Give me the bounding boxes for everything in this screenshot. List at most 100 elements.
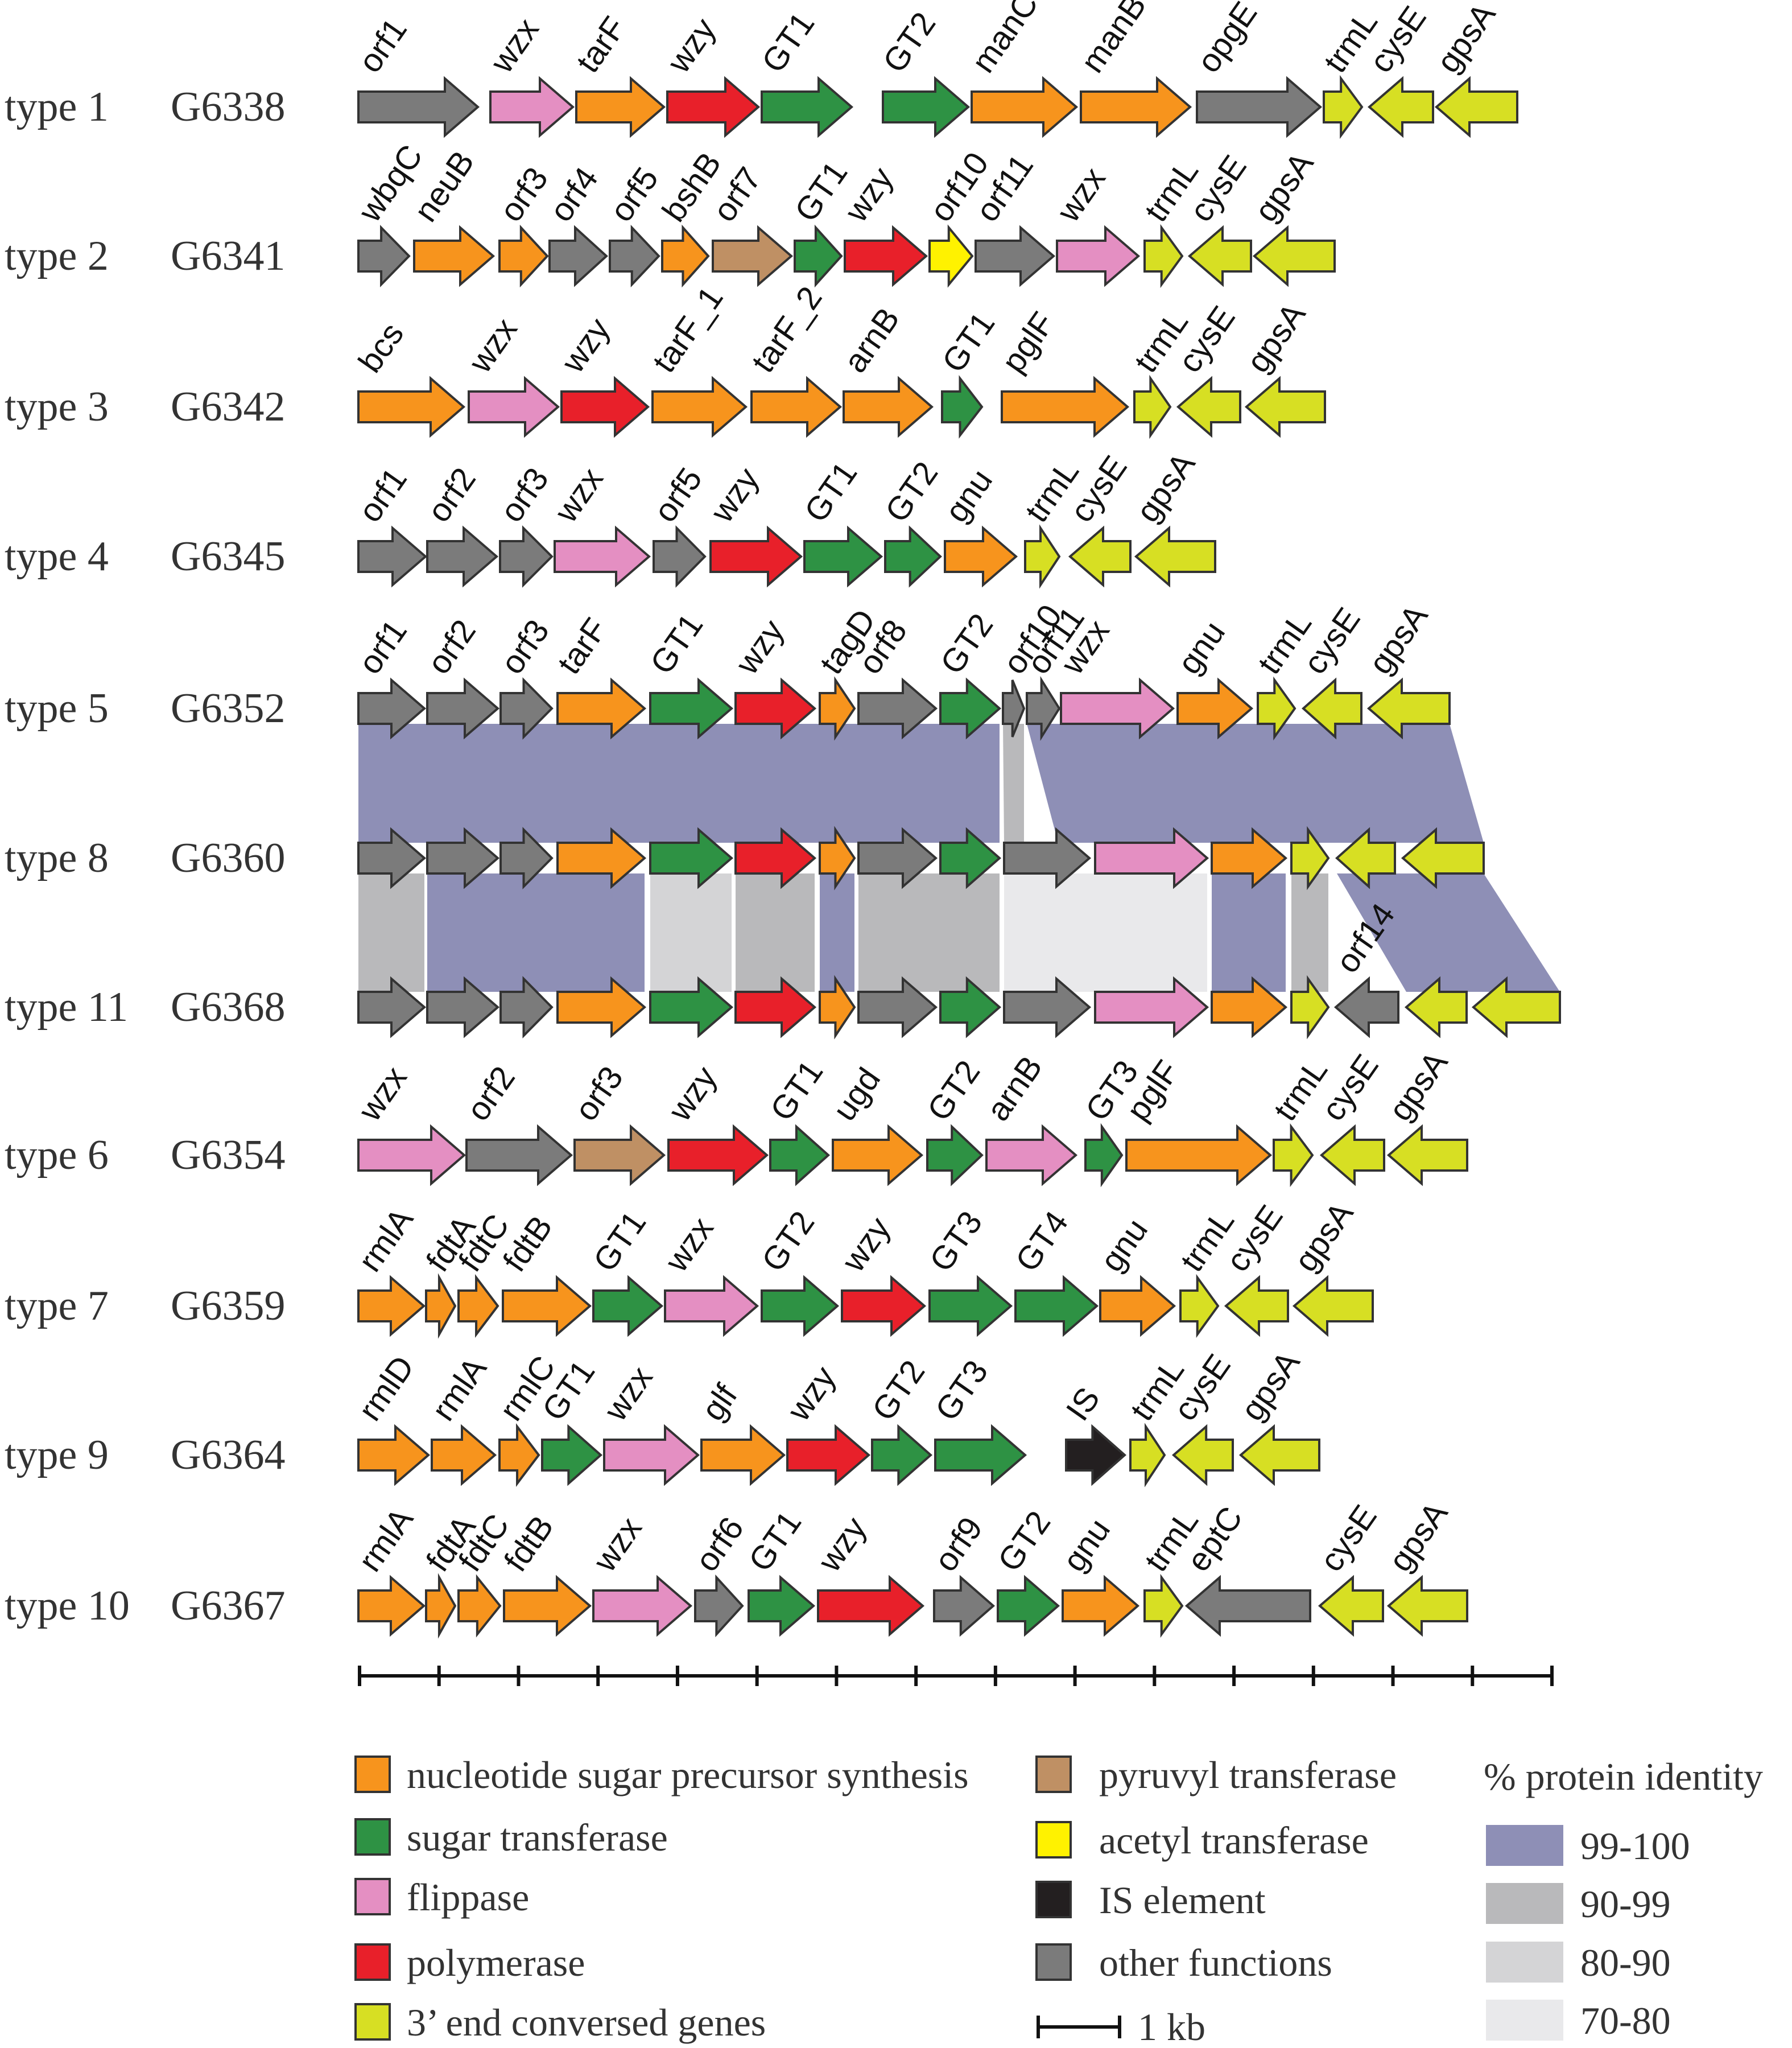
row-strain-id: G6364	[171, 1432, 285, 1478]
legend-label: other functions	[1099, 1941, 1332, 1984]
gene-label: wzy	[811, 1510, 874, 1579]
gene-arrow-nucleotide-3	[556, 827, 647, 889]
row-type-label: type 7	[5, 1283, 109, 1329]
gene-arrow-eptc	[1184, 1575, 1311, 1637]
legend-item-flippase: flippase	[354, 1876, 529, 1919]
gene-label: gnu	[1170, 615, 1232, 681]
gene-arrow-rmla	[431, 1424, 497, 1486]
gene-arrow-gt4	[1014, 1275, 1099, 1337]
gene-arrow-sugar-4	[649, 827, 734, 889]
identity-swatch-id80	[1486, 1942, 1563, 1983]
gene-arrow-orf2	[426, 677, 500, 740]
gene-arrow-bshb	[661, 224, 710, 288]
gene-label: gpsA	[1381, 1045, 1455, 1128]
identity-link-id70-9	[1004, 873, 1207, 992]
gene-label: GT2	[933, 607, 1000, 681]
gene-label: bcs	[351, 316, 411, 379]
gene-label: GT1	[643, 607, 710, 681]
gene-label: gnu	[938, 463, 1000, 529]
gene-arrow-nucleotide-3	[556, 976, 647, 1039]
gene-arrow-gpsa	[1238, 1424, 1320, 1486]
gene-arrow-gt2	[871, 1424, 933, 1486]
gene-arrow-orf9	[933, 1575, 996, 1637]
gene-arrow-orf5	[653, 525, 707, 588]
gene-label: gnu	[1055, 1512, 1117, 1579]
gene-arrow-orf7	[712, 225, 794, 287]
gene-arrow-other-2	[499, 827, 554, 889]
gene-arrow-cyse	[1187, 225, 1252, 287]
row-strain-id: G6345	[171, 533, 285, 580]
legend-swatch-sugar	[354, 1818, 391, 1856]
gene-arrow-rmlc	[498, 1423, 540, 1487]
gene-label: manB	[1073, 0, 1153, 79]
identity-link-id90-6	[736, 873, 815, 992]
gene-arrow-tagd	[819, 676, 856, 741]
gene-arrow-arnb	[985, 1124, 1078, 1186]
legend-label: polymerase	[407, 1941, 585, 1984]
gene-label: fdtB	[497, 1509, 560, 1579]
gene-label: wzy	[835, 1210, 898, 1279]
gene-arrow-gpsa	[1292, 1275, 1374, 1337]
legend-label: sugar transferase	[407, 1816, 668, 1859]
gene-arrow-flippase-10	[1094, 976, 1209, 1039]
gene-arrow-gnu	[1062, 1575, 1140, 1637]
gene-arrow-gt1	[592, 1275, 664, 1337]
gene-label: orf2	[420, 613, 483, 681]
gene-arrow-conserved-15	[1471, 976, 1561, 1039]
gene-arrow-other-7	[857, 976, 938, 1039]
gene-arrow-gpsa	[1134, 525, 1216, 588]
identity-label: 90-99	[1580, 1882, 1671, 1926]
gene-label: arnB	[979, 1049, 1050, 1128]
gene-arrow-flippase-10	[1094, 827, 1209, 889]
identity-link-id99-7	[820, 873, 854, 992]
legend-label: 3’ end conversed genes	[407, 2001, 766, 2044]
gene-label: tarF_1	[645, 280, 730, 380]
row-strain-id: G6341	[171, 233, 285, 279]
gene-label: orf1	[351, 613, 414, 681]
legend-identity-id70: 70-80	[1486, 1999, 1671, 2042]
gene-arrow-trml	[1129, 1423, 1166, 1487]
gene-arrow-orf3	[573, 1124, 666, 1186]
identity-link-id99-0	[358, 724, 1000, 843]
gene-arrow-conserved-12	[1290, 975, 1330, 1040]
gene-arrow-wzx	[603, 1424, 700, 1486]
gene-arrow-cyse	[1068, 525, 1132, 588]
gene-label: orf6	[688, 1510, 751, 1578]
gene-label: wzx	[351, 1060, 414, 1128]
legend-swatch-pyruvyl	[1035, 1756, 1072, 1793]
gene-arrow-other-0	[357, 827, 427, 889]
identity-label: 99-100	[1580, 1824, 1690, 1868]
legend-item-nucleotide: nucleotide sugar precursor synthesis	[354, 1753, 969, 1796]
gene-label: wzx	[658, 1210, 721, 1279]
gene-label: orf4	[542, 160, 605, 228]
legend-swatch-acetyl	[1035, 1821, 1072, 1859]
gene-arrow-orf3	[499, 677, 554, 740]
gene-arrow-trml	[1143, 224, 1184, 289]
gene-arrow-wbqc	[357, 225, 411, 287]
row-type-label: type 11	[5, 984, 128, 1031]
gene-label: trmL	[1266, 1052, 1335, 1127]
gene-arrow-ugd	[832, 1124, 924, 1186]
gene-arrow-orf11	[975, 225, 1056, 287]
gene-arrow-wzx	[1056, 225, 1141, 287]
gene-arrow-rmla	[357, 1575, 426, 1637]
gene-label: gpsA	[1247, 146, 1320, 229]
gene-label: rmlA	[351, 1201, 420, 1278]
gene-arrow-gt1	[748, 1575, 816, 1637]
gene-label: gpsA	[1361, 598, 1435, 681]
gene-arrow-sugar-8	[939, 976, 1002, 1039]
gene-arrow-gpsa	[1244, 376, 1326, 438]
gene-label: GT2	[878, 455, 945, 529]
gene-arrow-orf14	[1333, 976, 1399, 1039]
gene-arrow-gt1	[794, 224, 843, 288]
gene-arrow-gnu	[1176, 677, 1254, 740]
legend-label: flippase	[407, 1876, 529, 1919]
gene-arrow-glf	[700, 1424, 786, 1486]
gene-label: GT3	[928, 1354, 995, 1428]
identity-legend-title: % protein identity	[1484, 1755, 1763, 1798]
gene-arrow-bcs	[357, 376, 466, 438]
